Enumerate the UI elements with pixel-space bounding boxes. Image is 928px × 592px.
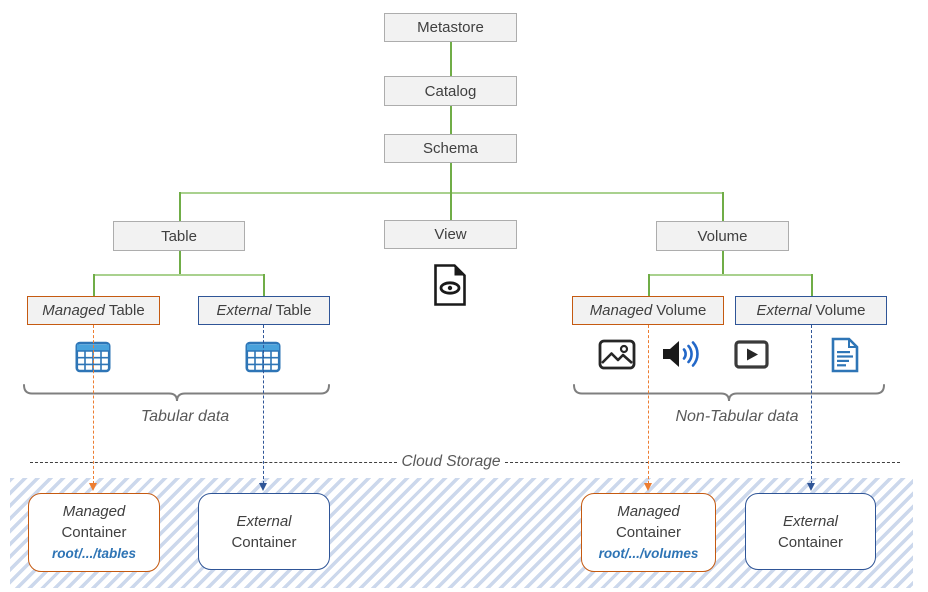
video-play-icon xyxy=(734,340,769,369)
connector-volume-split-horizontal xyxy=(648,274,811,276)
document-eye-icon xyxy=(434,264,466,306)
connector-table-split xyxy=(179,251,181,274)
external-table-droparrow-line xyxy=(262,325,264,484)
document-text-icon xyxy=(831,337,859,373)
external-volume-arrowhead xyxy=(806,483,815,491)
managed-volumes-container: Managed Container root/.../volumes xyxy=(581,493,716,572)
tabular-group-brace xyxy=(23,384,330,402)
table-node: Table xyxy=(113,221,245,251)
non-tabular-data-label: Non-Tabular data xyxy=(675,408,799,425)
connector-metastore-catalog xyxy=(450,42,452,76)
cloud-storage-label: Cloud Storage xyxy=(401,453,501,470)
container-name: Container xyxy=(231,533,297,551)
external-volumes-container: External Container xyxy=(745,493,876,570)
tabular-data-label: Tabular data xyxy=(140,408,230,425)
connector-branch-volume xyxy=(722,192,724,221)
volume-label: Volume xyxy=(697,227,748,245)
managed-volume-text: Volume xyxy=(656,302,707,319)
audio-speaker-icon xyxy=(663,341,699,367)
managed-volume-droparrow-line xyxy=(647,325,649,484)
connector-split-external-volume xyxy=(811,274,813,296)
managed-table-arrowhead xyxy=(88,483,97,491)
container-path: root/.../volumes xyxy=(598,546,699,561)
view-node: View xyxy=(384,220,517,249)
cloud-storage-divider-right xyxy=(505,462,900,463)
container-em: Managed xyxy=(62,503,126,520)
managed-volume-arrowhead xyxy=(643,483,652,491)
schema-label: Schema xyxy=(422,140,479,157)
container-name: Container xyxy=(777,533,844,551)
managed-table-node: Managed Table xyxy=(27,296,160,325)
external-volume-node: External Volume xyxy=(735,296,887,325)
volume-node: Volume xyxy=(656,221,789,251)
schema-node: Schema xyxy=(384,134,517,163)
managed-table-em: Managed xyxy=(42,302,105,319)
managed-table-text: Table xyxy=(108,302,145,319)
connector-branch-view xyxy=(450,192,452,221)
table-label: Table xyxy=(161,227,197,245)
external-table-em: External xyxy=(216,302,272,319)
external-volume-em: External xyxy=(756,302,812,319)
connector-volume-split xyxy=(722,251,724,274)
managed-volume-node: Managed Volume xyxy=(572,296,724,325)
container-em: External xyxy=(782,512,839,530)
connector-table-split-horizontal xyxy=(93,274,264,276)
container-path: root/.../tables xyxy=(51,546,136,561)
external-volume-droparrow-line xyxy=(810,325,812,484)
metastore-node: Metastore xyxy=(384,13,517,42)
connector-split-external-table xyxy=(263,274,265,296)
external-table-node: External Table xyxy=(198,296,330,325)
external-volume-text: Volume xyxy=(815,302,866,319)
external-table-text: Table xyxy=(275,302,312,319)
managed-volume-em: Managed xyxy=(589,302,653,319)
metastore-label: Metastore xyxy=(417,19,484,36)
catalog-label: Catalog xyxy=(424,82,477,100)
view-label: View xyxy=(434,226,467,243)
container-name: Container xyxy=(615,524,682,541)
connector-catalog-schema xyxy=(450,106,452,134)
external-tables-container: External Container xyxy=(198,493,330,570)
connector-branch-table xyxy=(179,192,181,221)
non-tabular-group-brace xyxy=(573,384,885,402)
cloud-storage-divider-left xyxy=(30,462,397,463)
container-name: Container xyxy=(61,524,127,541)
image-icon xyxy=(598,339,636,370)
connector-split-managed-table xyxy=(93,274,95,296)
container-em: Managed xyxy=(617,503,680,520)
managed-table-droparrow-line xyxy=(92,325,94,484)
external-table-arrowhead xyxy=(258,483,267,491)
container-em: External xyxy=(236,512,292,530)
catalog-node: Catalog xyxy=(384,76,517,106)
connector-split-managed-volume xyxy=(648,274,650,296)
connector-schema-branch xyxy=(450,163,452,192)
managed-tables-container: Managed Container root/.../tables xyxy=(28,493,160,572)
